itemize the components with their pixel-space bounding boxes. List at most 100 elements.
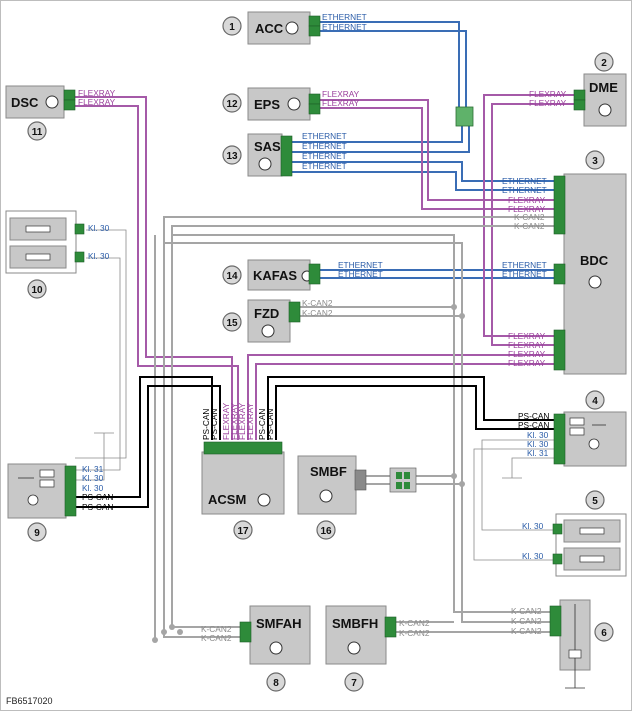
ecu-icon	[45, 95, 59, 109]
module-4[interactable]: PS-CAN PS-CAN Kl. 30 Kl. 30 Kl. 31	[518, 411, 627, 467]
sas-eth-3: ETHERNET	[302, 151, 347, 161]
acsm-flex-1: FLEXRAY	[221, 402, 231, 440]
acc-eth-1: ETHERNET	[322, 12, 367, 22]
m10-kl30-1: Kl. 30	[88, 223, 110, 233]
m10-kl30-2: Kl. 30	[88, 251, 110, 261]
m9-kl30-1: Kl. 30	[82, 473, 104, 483]
acsm-title: ACSM	[208, 492, 246, 507]
m9-kl30-2: Kl. 30	[82, 483, 104, 493]
bdc-kcan-1: K-CAN2	[514, 212, 545, 222]
svg-text:5: 5	[592, 496, 598, 507]
bdc-title: BDC	[580, 253, 609, 268]
eps-flex-2: FLEXRAY	[322, 98, 360, 108]
dsc-flex-2: FLEXRAY	[78, 97, 116, 107]
smbfh-kcan-1: K-CAN2	[399, 618, 430, 628]
badge-3: 3	[585, 150, 605, 170]
sas-eth-1: ETHERNET	[302, 131, 347, 141]
badge-14: 14	[222, 265, 242, 285]
module-smfah[interactable]: SMFAH K-CAN2 K-CAN2	[201, 605, 311, 665]
fzd-kcan-1: K-CAN2	[302, 298, 333, 308]
bdc-flex-1: FLEXRAY	[508, 195, 546, 205]
module-smbfh[interactable]: SMBFH K-CAN2 K-CAN2	[325, 605, 430, 665]
ethernet-wires	[290, 21, 554, 279]
pscan-wires	[75, 376, 554, 508]
module-acc[interactable]: ACC ETHERNET ETHERNET	[247, 11, 367, 45]
junction-dots	[152, 304, 465, 643]
ecu-icon	[347, 641, 361, 655]
m6-kcan-3: K-CAN2	[511, 626, 542, 636]
ecu-icon	[598, 103, 612, 117]
kafas-eth-2: ETHERNET	[338, 269, 383, 279]
bdc-flex-3: FLEXRAY	[508, 331, 546, 341]
ecu-icon	[258, 157, 272, 171]
acsm-ps-3: PS-CAN	[257, 409, 267, 440]
bdc-eth-1: ETHERNET	[502, 176, 547, 186]
ecu-icon	[261, 324, 275, 338]
svg-text:2: 2	[601, 58, 607, 69]
acsm-ps-1: PS-CAN	[201, 409, 211, 440]
bdc-flex-2: FLEXRAY	[508, 204, 546, 214]
module-bdc[interactable]: BDC ETHERNET ETHERNET FLEXRAY FLEXRAY K-…	[502, 173, 627, 375]
ecu-icon	[287, 97, 301, 111]
kafas-title: KAFAS	[253, 268, 297, 283]
ecu-icon	[257, 493, 271, 507]
module-5[interactable]: Kl. 30 Kl. 30	[522, 513, 627, 577]
svg-text:7: 7	[351, 678, 357, 689]
dme-flex-1: FLEXRAY	[529, 89, 567, 99]
svg-text:1: 1	[229, 22, 235, 33]
module-10[interactable]: Kl. 30 Kl. 30	[5, 210, 110, 274]
motor-icon	[588, 438, 600, 450]
module-acsm[interactable]: ACSM PS-CAN PS-CAN FLEXRAY FLEXRAY FLEXR…	[201, 402, 285, 515]
dme-title: DME	[589, 80, 618, 95]
acsm-ps-4: PS-CAN	[265, 409, 275, 440]
module-eps[interactable]: EPS FLEXRAY FLEXRAY	[247, 87, 360, 121]
bdc-flex-4: FLEXRAY	[508, 340, 546, 350]
acsm-flex-2: FLEXRAY	[229, 402, 239, 440]
svg-text:8: 8	[273, 678, 279, 689]
acsm-ps-2: PS-CAN	[209, 409, 219, 440]
smfah-kcan-1: K-CAN2	[201, 624, 232, 634]
module-9[interactable]: Kl. 31 Kl. 30 Kl. 30 PS-CAN PS-CAN	[7, 463, 113, 519]
m5-kl30-1: Kl. 30	[522, 521, 544, 531]
bdc-eth-3: ETHERNET	[502, 260, 547, 270]
module-sas[interactable]: SAS ETHERNET ETHERNET ETHERNET ETHERNET	[247, 131, 347, 177]
module-dme[interactable]: DME FLEXRAY FLEXRAY	[529, 73, 627, 127]
badge-6: 6	[594, 622, 614, 642]
acsm-flex-3: FLEXRAY	[237, 402, 247, 440]
bdc-flex-6: FLEXRAY	[508, 358, 546, 368]
module-smbf[interactable]: SMBF	[297, 455, 417, 515]
dsc-title: DSC	[11, 95, 39, 110]
acsm-flex-4: FLEXRAY	[245, 402, 255, 440]
svg-text:6: 6	[601, 628, 607, 639]
smbfh-kcan-2: K-CAN2	[399, 628, 430, 638]
badge-2: 2	[594, 52, 614, 72]
acc-title: ACC	[255, 21, 284, 36]
ecu-icon	[269, 641, 283, 655]
module-6[interactable]: K-CAN2 K-CAN2 K-CAN2	[511, 599, 591, 689]
m4-ps-1: PS-CAN	[518, 411, 549, 421]
svg-text:10: 10	[31, 285, 43, 296]
smbfh-title: SMBFH	[332, 616, 378, 631]
badge-11: 11	[27, 121, 47, 141]
eps-flex-1: FLEXRAY	[322, 89, 360, 99]
acc-eth-2: ETHERNET	[322, 22, 367, 32]
dsc-flex-1: FLEXRAY	[78, 88, 116, 98]
module-fzd[interactable]: FZD K-CAN2 K-CAN2	[247, 298, 333, 343]
module-dsc[interactable]: DSC FLEXRAY FLEXRAY	[5, 85, 116, 119]
svg-text:16: 16	[320, 526, 332, 537]
m4-kl30-2: Kl. 30	[527, 439, 549, 449]
ecu-icon	[285, 21, 299, 35]
m5-kl30-2: Kl. 30	[522, 551, 544, 561]
svg-text:13: 13	[226, 151, 238, 162]
bdc-flex-5: FLEXRAY	[508, 349, 546, 359]
svg-text:17: 17	[237, 526, 249, 537]
kafas-eth-1: ETHERNET	[338, 260, 383, 270]
fzd-kcan-2: K-CAN2	[302, 308, 333, 318]
eps-title: EPS	[254, 97, 280, 112]
badge-5: 5	[585, 490, 605, 510]
m4-kl30-1: Kl. 30	[527, 430, 549, 440]
badge-10: 10	[27, 279, 47, 299]
svg-text:9: 9	[34, 528, 40, 539]
badge-1: 1	[222, 16, 242, 36]
module-kafas[interactable]: KAFAS ETHERNET ETHERNET	[247, 259, 383, 291]
